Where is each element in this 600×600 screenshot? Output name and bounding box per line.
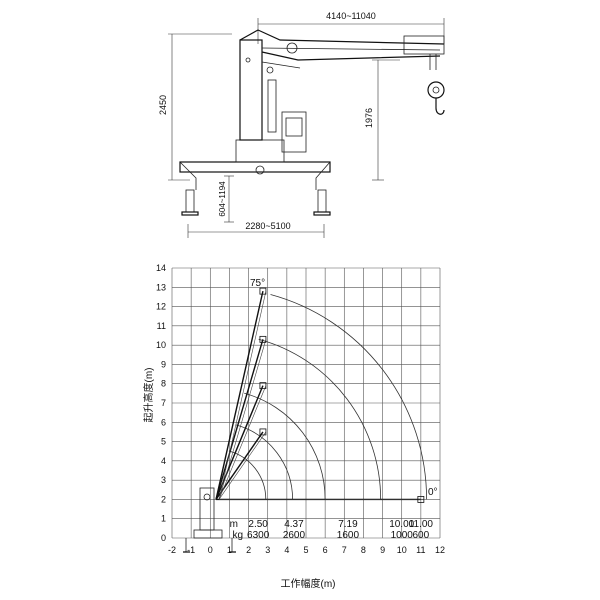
dim-outrigger-height: 604~1194 [218, 175, 234, 223]
dim-boom-height-label: 1976 [364, 108, 374, 128]
y-tick-label: 14 [156, 263, 166, 273]
x-tick-label: 10 [397, 545, 407, 555]
x-tick-label: 6 [323, 545, 328, 555]
crane-hook [403, 35, 445, 115]
x-tick-label: 5 [303, 545, 308, 555]
load-table-radius: 11.00 [409, 519, 434, 530]
load-table-load: 600 [413, 530, 430, 541]
load-table-unit-radius: m [230, 519, 238, 530]
boom-line [215, 290, 264, 500]
dim-outrigger-height-label: 604~1194 [218, 181, 227, 217]
y-tick-label: 6 [161, 417, 166, 427]
reach-arc [244, 392, 326, 500]
y-tick-label: 4 [161, 456, 166, 466]
y-tick-label: 7 [161, 398, 166, 408]
x-axis-label: 工作幅度(m) [281, 577, 336, 590]
load-table-radius: 4.37 [284, 519, 304, 530]
angle-max-label: 75° [250, 278, 265, 289]
dim-outrigger-span-label: 2280~5100 [245, 221, 290, 231]
y-tick-label: 12 [156, 302, 166, 312]
boom-line-inner [218, 291, 267, 500]
boom-line [215, 339, 264, 500]
x-tick-label: 4 [284, 545, 289, 555]
x-tick-label: 8 [361, 545, 366, 555]
reach-arc [270, 294, 427, 500]
x-tick-label: 7 [342, 545, 347, 555]
boom-line-inner [218, 431, 267, 500]
load-table-radius: 7.19 [338, 519, 358, 530]
boom-tip-marker [417, 496, 425, 503]
y-tick-label: 1 [161, 514, 166, 524]
x-tick-label: 2 [246, 545, 251, 555]
load-table-radius: 10.00 [389, 519, 414, 530]
x-tick-label: 9 [380, 545, 385, 555]
x-tick-label: 12 [435, 545, 445, 555]
y-tick-label: 8 [161, 379, 166, 389]
load-table-load: 2600 [283, 530, 306, 541]
crane-boom-assembly [239, 29, 445, 153]
x-tick-label: 3 [265, 545, 270, 555]
crane-base [179, 139, 331, 216]
chart-crane-base [183, 487, 236, 553]
reach-arc [258, 338, 382, 500]
boom-line-inner [218, 339, 267, 500]
reach-arc [235, 424, 293, 500]
reach-arcs [228, 294, 427, 500]
dim-total-height-label: 2450 [158, 95, 168, 115]
y-tick-label: 13 [156, 282, 166, 292]
boom-positions [215, 287, 425, 503]
x-tick-label: -2 [168, 545, 176, 555]
load-table-load: 1600 [337, 530, 360, 541]
load-table-load: 1000 [391, 530, 414, 541]
boom-line-inner [218, 385, 267, 500]
load-table-load: 6300 [247, 530, 270, 541]
angle-min-label: 0° [428, 487, 438, 498]
load-table-unit-load: kg [232, 530, 243, 541]
dim-boom-reach-label: 4140~11040 [326, 11, 376, 21]
x-tick-label: 11 [416, 545, 425, 555]
x-tick-label: -1 [187, 545, 195, 555]
dim-total-height: 2450 [158, 33, 232, 181]
boom-tip-marker [259, 428, 267, 436]
y-tick-label: 11 [157, 321, 166, 331]
y-tick-label: 3 [161, 475, 166, 485]
boom-line [215, 385, 264, 500]
y-tick-label: 5 [161, 437, 166, 447]
boom-tip-marker [259, 382, 267, 390]
x-tick-label: 1 [227, 545, 232, 555]
crane-elevation-drawing: 4140~11040 2450 1976 604~1194 [158, 11, 445, 238]
y-tick-label: 0 [161, 533, 166, 543]
y-axis-label: 起升高度(m) [142, 368, 155, 423]
dim-boom-reach: 4140~11040 [257, 11, 445, 44]
load-table-radius: 2.50 [248, 519, 268, 530]
dim-boom-height: 1976 [364, 59, 400, 181]
x-tick-label: 0 [208, 545, 213, 555]
boom-tip-marker [259, 335, 267, 343]
chart-grid [171, 267, 441, 539]
y-tick-label: 10 [156, 340, 166, 350]
y-tick-label: 9 [161, 359, 166, 369]
dim-outrigger-span: 2280~5100 [187, 221, 325, 238]
y-tick-label: 2 [161, 494, 166, 504]
boom-tip-marker [259, 287, 267, 295]
